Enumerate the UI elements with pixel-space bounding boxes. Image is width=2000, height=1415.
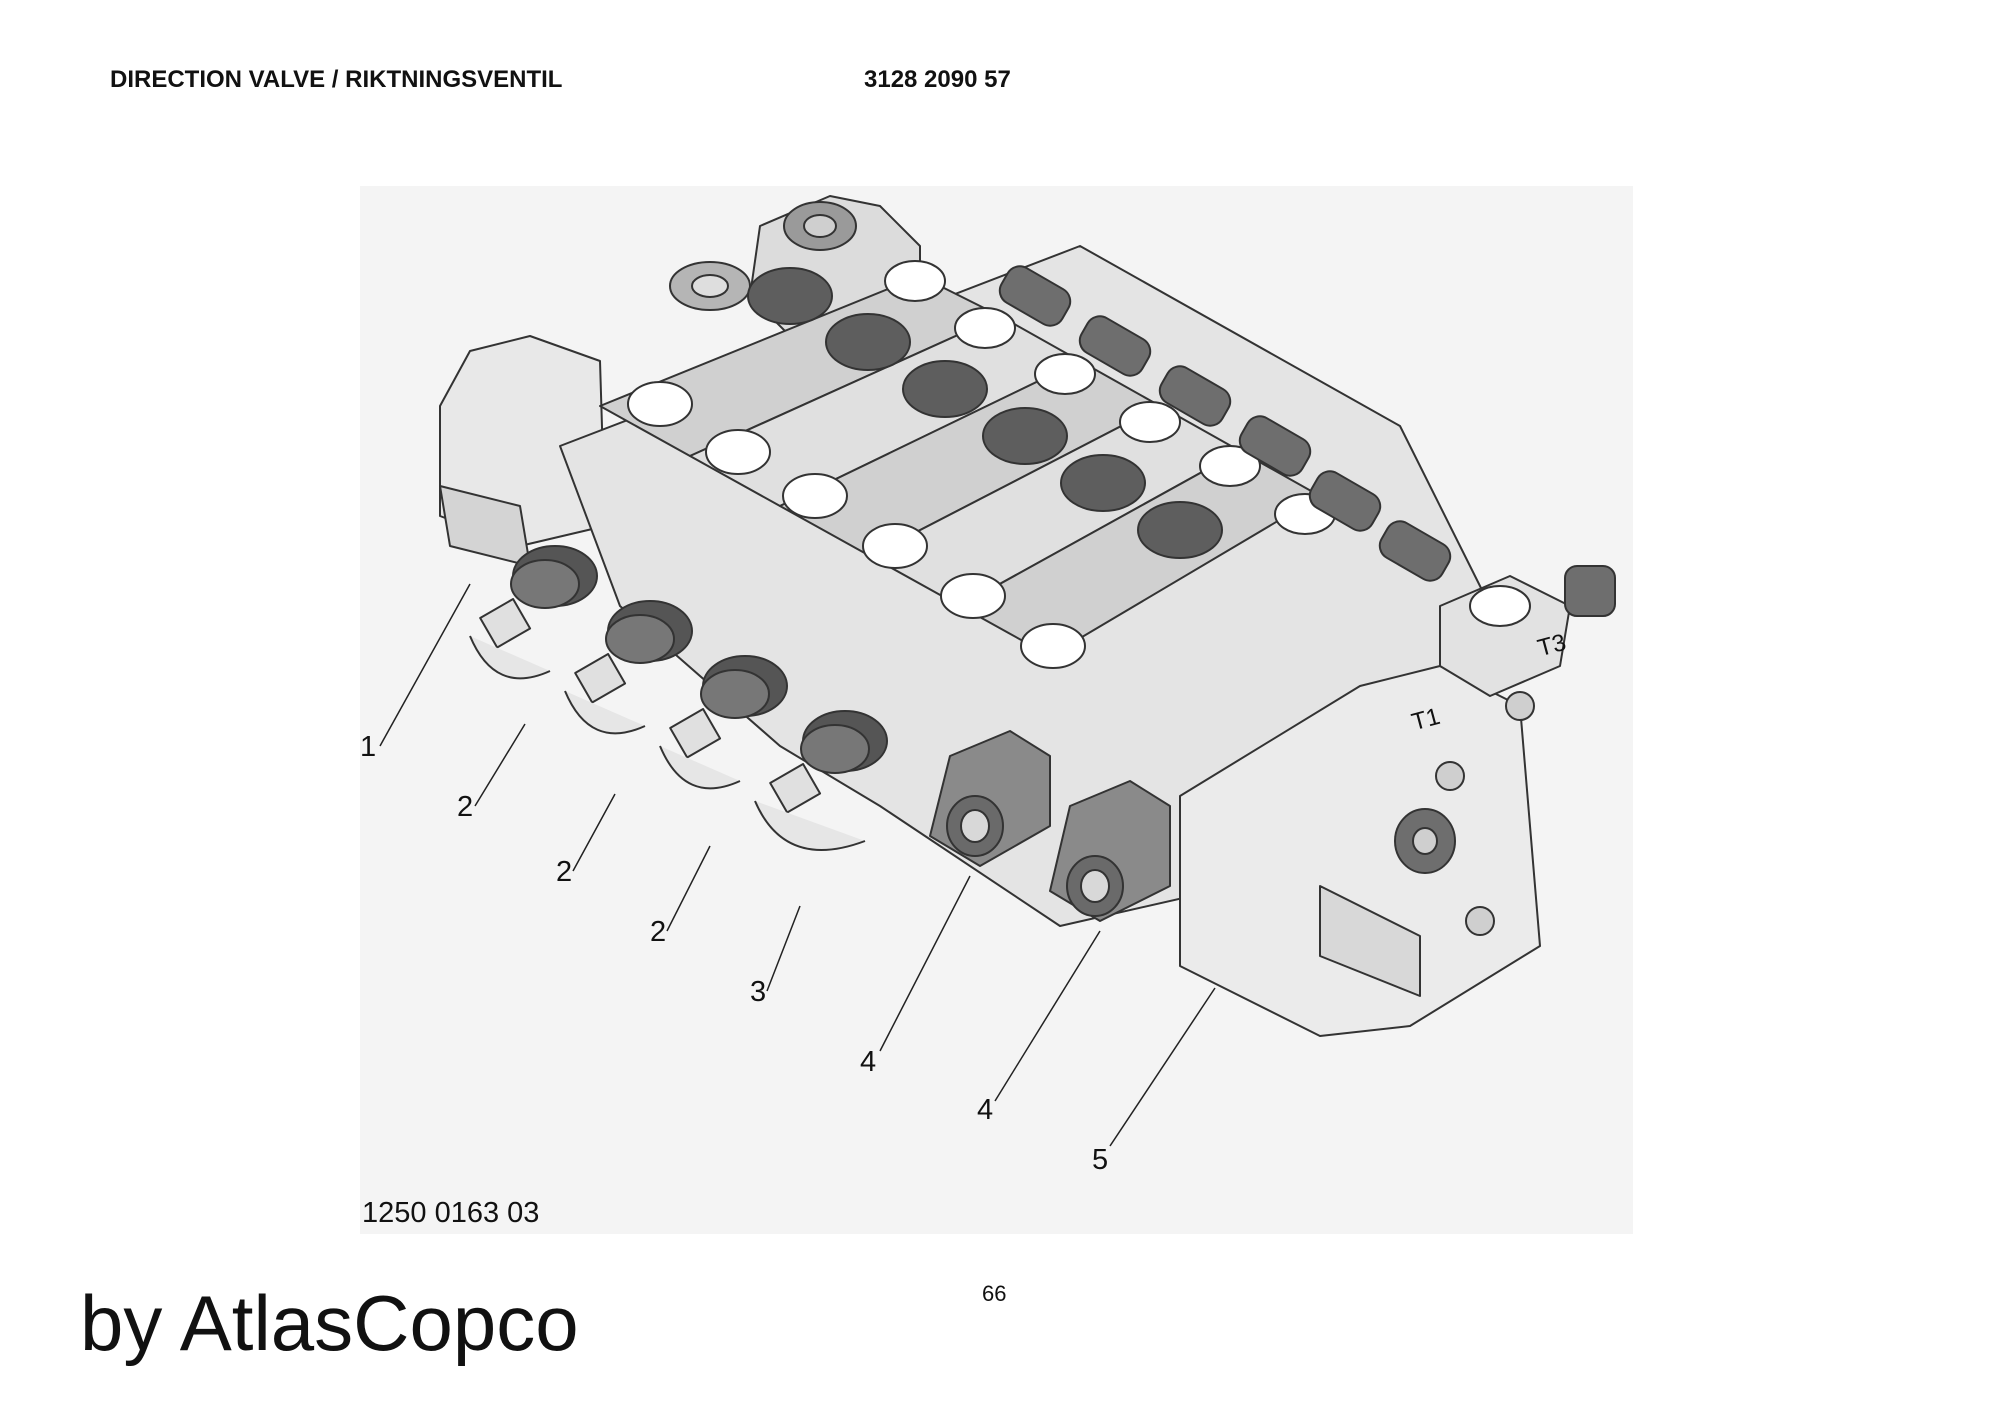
callout-5: 5	[1092, 1144, 1109, 1176]
inlet-section	[439, 335, 606, 547]
port-adapters	[929, 730, 1171, 922]
callout-2: 2	[650, 916, 667, 948]
document-title: DIRECTION VALVE / RIKTNINGSVENTIL	[110, 66, 563, 93]
callout-1: 1	[360, 731, 377, 763]
rear-fittings	[998, 265, 1452, 582]
exploded-view-figure: T1 T3 1 2 2 2 3 4 4 5 1250 0163 03	[360, 186, 1633, 1234]
port-openings	[627, 260, 1336, 669]
part-number: 3128 2090 57	[864, 66, 1011, 93]
callout-2: 2	[556, 856, 573, 888]
drawing-number: 1250 0163 03	[362, 1197, 540, 1229]
callout-4: 4	[977, 1094, 994, 1126]
callout-leaders	[379, 583, 1216, 1147]
callout-3: 3	[750, 976, 767, 1008]
page-number: 66	[982, 1281, 1007, 1306]
callout-2: 2	[457, 791, 474, 823]
valve-drawing	[379, 195, 1616, 1147]
relief-valve-caps	[747, 267, 1223, 559]
spool-bellows	[469, 545, 888, 851]
outlet-section	[1179, 665, 1541, 1037]
brand-text: by AtlasCopco	[80, 1279, 579, 1367]
callout-4: 4	[860, 1046, 877, 1078]
